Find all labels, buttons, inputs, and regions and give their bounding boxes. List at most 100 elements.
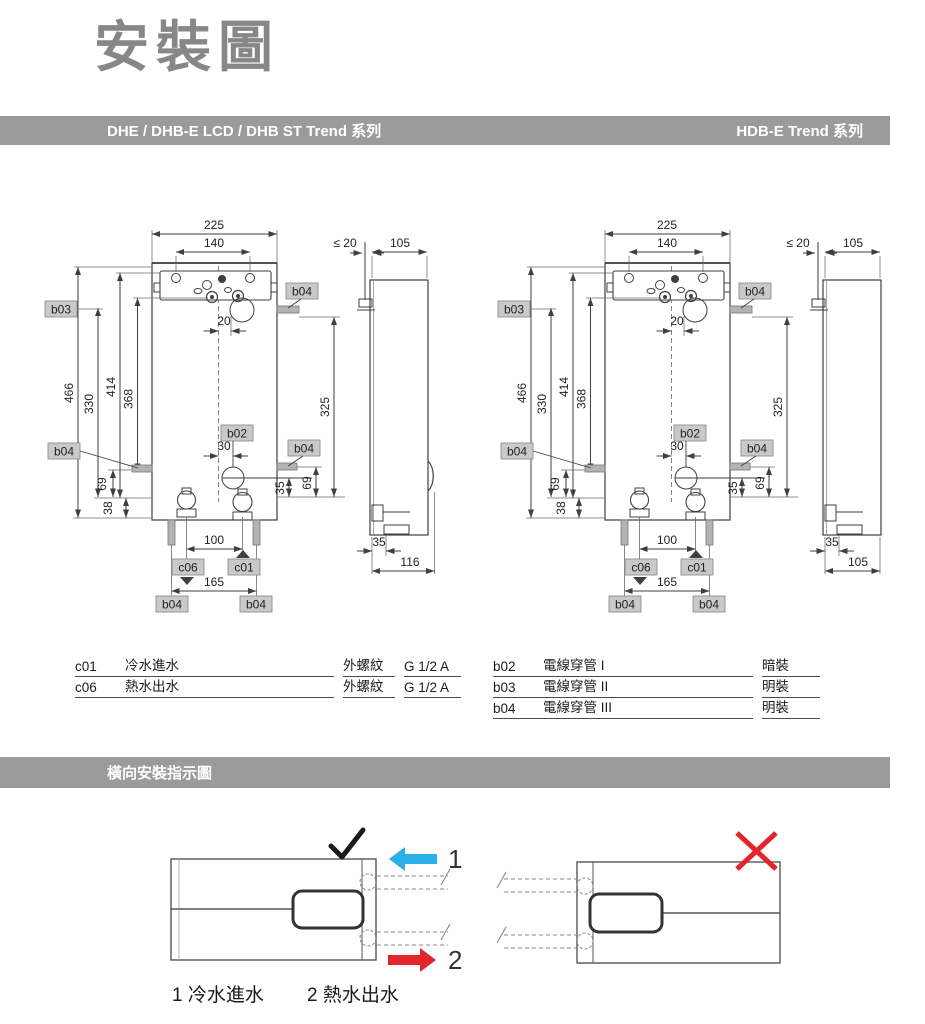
cold-water-arrow-icon xyxy=(389,847,437,871)
callout-b04: b04 xyxy=(155,595,189,613)
callout-b04: b04 xyxy=(500,442,534,460)
svg-text:466: 466 xyxy=(515,383,529,403)
callout-c06: c06 xyxy=(624,558,658,585)
connection-desc: 熱水出水 xyxy=(125,679,179,694)
control-panel xyxy=(588,892,664,934)
callout-c06: c06 xyxy=(171,558,205,585)
svg-text:100: 100 xyxy=(657,533,677,547)
thread-type: 外螺紋 xyxy=(343,653,395,677)
svg-text:≤ 20: ≤ 20 xyxy=(786,236,810,250)
svg-text:20: 20 xyxy=(217,314,231,328)
thread-size: G 1/2 A xyxy=(404,674,461,698)
svg-text:b02: b02 xyxy=(227,427,247,441)
callout-b03: b03 xyxy=(44,300,78,318)
svg-text:165: 165 xyxy=(657,575,677,589)
conduit-code: b02 xyxy=(493,659,516,674)
svg-text:c06: c06 xyxy=(178,561,198,575)
callout-b04: b04 xyxy=(287,439,321,457)
svg-text:140: 140 xyxy=(657,236,677,250)
svg-text:b04: b04 xyxy=(747,442,767,456)
svg-text:38: 38 xyxy=(554,501,568,515)
callout-b02: b02 xyxy=(673,424,707,442)
horizontal-install-bar: 橫向安裝指示圖 xyxy=(0,757,890,788)
connection-code: c01 xyxy=(75,659,97,674)
svg-text:100: 100 xyxy=(204,533,224,547)
svg-text:b04: b04 xyxy=(699,598,719,612)
svg-text:368: 368 xyxy=(575,389,589,409)
horizontal-install-title: 橫向安裝指示圖 xyxy=(107,765,213,782)
mount-type: 明裝 xyxy=(762,695,820,719)
svg-text:30: 30 xyxy=(217,439,231,453)
horizontal-install-wrong xyxy=(496,831,781,964)
svg-text:414: 414 xyxy=(104,377,118,397)
conduit-desc: 電線穿管 I xyxy=(543,658,605,673)
svg-text:b04: b04 xyxy=(246,598,266,612)
svg-text:c01: c01 xyxy=(234,561,254,575)
checkmark-icon xyxy=(328,827,366,860)
svg-text:140: 140 xyxy=(204,236,224,250)
svg-text:69: 69 xyxy=(753,476,767,490)
electrical-table-row: b04 電線穿管 III 明裝 xyxy=(493,698,820,719)
svg-text:b04: b04 xyxy=(292,285,312,299)
svg-text:466: 466 xyxy=(62,383,76,403)
svg-text:225: 225 xyxy=(657,218,677,232)
callout-c01: c01 xyxy=(227,550,261,576)
svg-text:35: 35 xyxy=(726,481,740,495)
callout-b04: b04 xyxy=(692,595,726,613)
callout-b04: b04 xyxy=(285,282,319,300)
svg-text:368: 368 xyxy=(122,389,136,409)
callout-b04: b04 xyxy=(738,282,772,300)
horizontal-install-correct xyxy=(170,827,451,972)
svg-text:20: 20 xyxy=(670,314,684,328)
page-title: 安裝圖 xyxy=(94,16,281,78)
svg-text:38: 38 xyxy=(101,501,115,515)
svg-text:325: 325 xyxy=(771,397,785,417)
callout-b04: b04 xyxy=(740,439,774,457)
callout-b04: b04 xyxy=(47,442,81,460)
svg-text:35: 35 xyxy=(825,535,839,549)
caption-hot-outlet: 2 熱水出水 xyxy=(307,985,399,1006)
svg-text:105: 105 xyxy=(390,236,410,250)
svg-text:414: 414 xyxy=(557,377,571,397)
svg-text:165: 165 xyxy=(204,575,224,589)
svg-text:225: 225 xyxy=(204,218,224,232)
hot-water-arrow-icon xyxy=(388,948,436,972)
thread-type: 外螺紋 xyxy=(343,674,395,698)
svg-text:105: 105 xyxy=(843,236,863,250)
connection-code: c06 xyxy=(75,680,97,695)
svg-text:≤ 20: ≤ 20 xyxy=(333,236,357,250)
svg-text:b02: b02 xyxy=(680,427,700,441)
callout-b03: b03 xyxy=(497,300,531,318)
technical-drawing-hdb: 225140204663304143686938b03b04b0230b04b0… xyxy=(497,218,882,613)
cold-inlet-number: 1 xyxy=(448,844,463,874)
svg-text:69: 69 xyxy=(300,476,314,490)
svg-text:c06: c06 xyxy=(631,561,651,575)
cross-icon xyxy=(735,831,778,871)
svg-text:330: 330 xyxy=(535,394,549,414)
svg-text:c01: c01 xyxy=(687,561,707,575)
callout-b02: b02 xyxy=(220,424,254,442)
connection-desc: 冷水進水 xyxy=(125,658,179,673)
svg-text:116: 116 xyxy=(400,555,419,569)
callout-b04: b04 xyxy=(608,595,642,613)
callout-c01: c01 xyxy=(680,550,714,576)
conduit-code: b03 xyxy=(493,680,516,695)
caption-cold-inlet: 1 冷水進水 xyxy=(172,985,264,1006)
conduit-desc: 電線穿管 III xyxy=(543,700,613,715)
hot-outlet-number: 2 xyxy=(448,945,463,975)
svg-text:330: 330 xyxy=(82,394,96,414)
callout-b04: b04 xyxy=(239,595,273,613)
svg-text:69: 69 xyxy=(95,477,109,491)
series-right-label: HDB-E Trend 系列 xyxy=(736,123,863,140)
svg-text:b03: b03 xyxy=(504,303,524,317)
conduit-code: b04 xyxy=(493,701,516,716)
mount-type: 暗裝 xyxy=(762,653,820,677)
svg-text:69: 69 xyxy=(548,477,562,491)
mount-type: 明裝 xyxy=(762,674,820,698)
